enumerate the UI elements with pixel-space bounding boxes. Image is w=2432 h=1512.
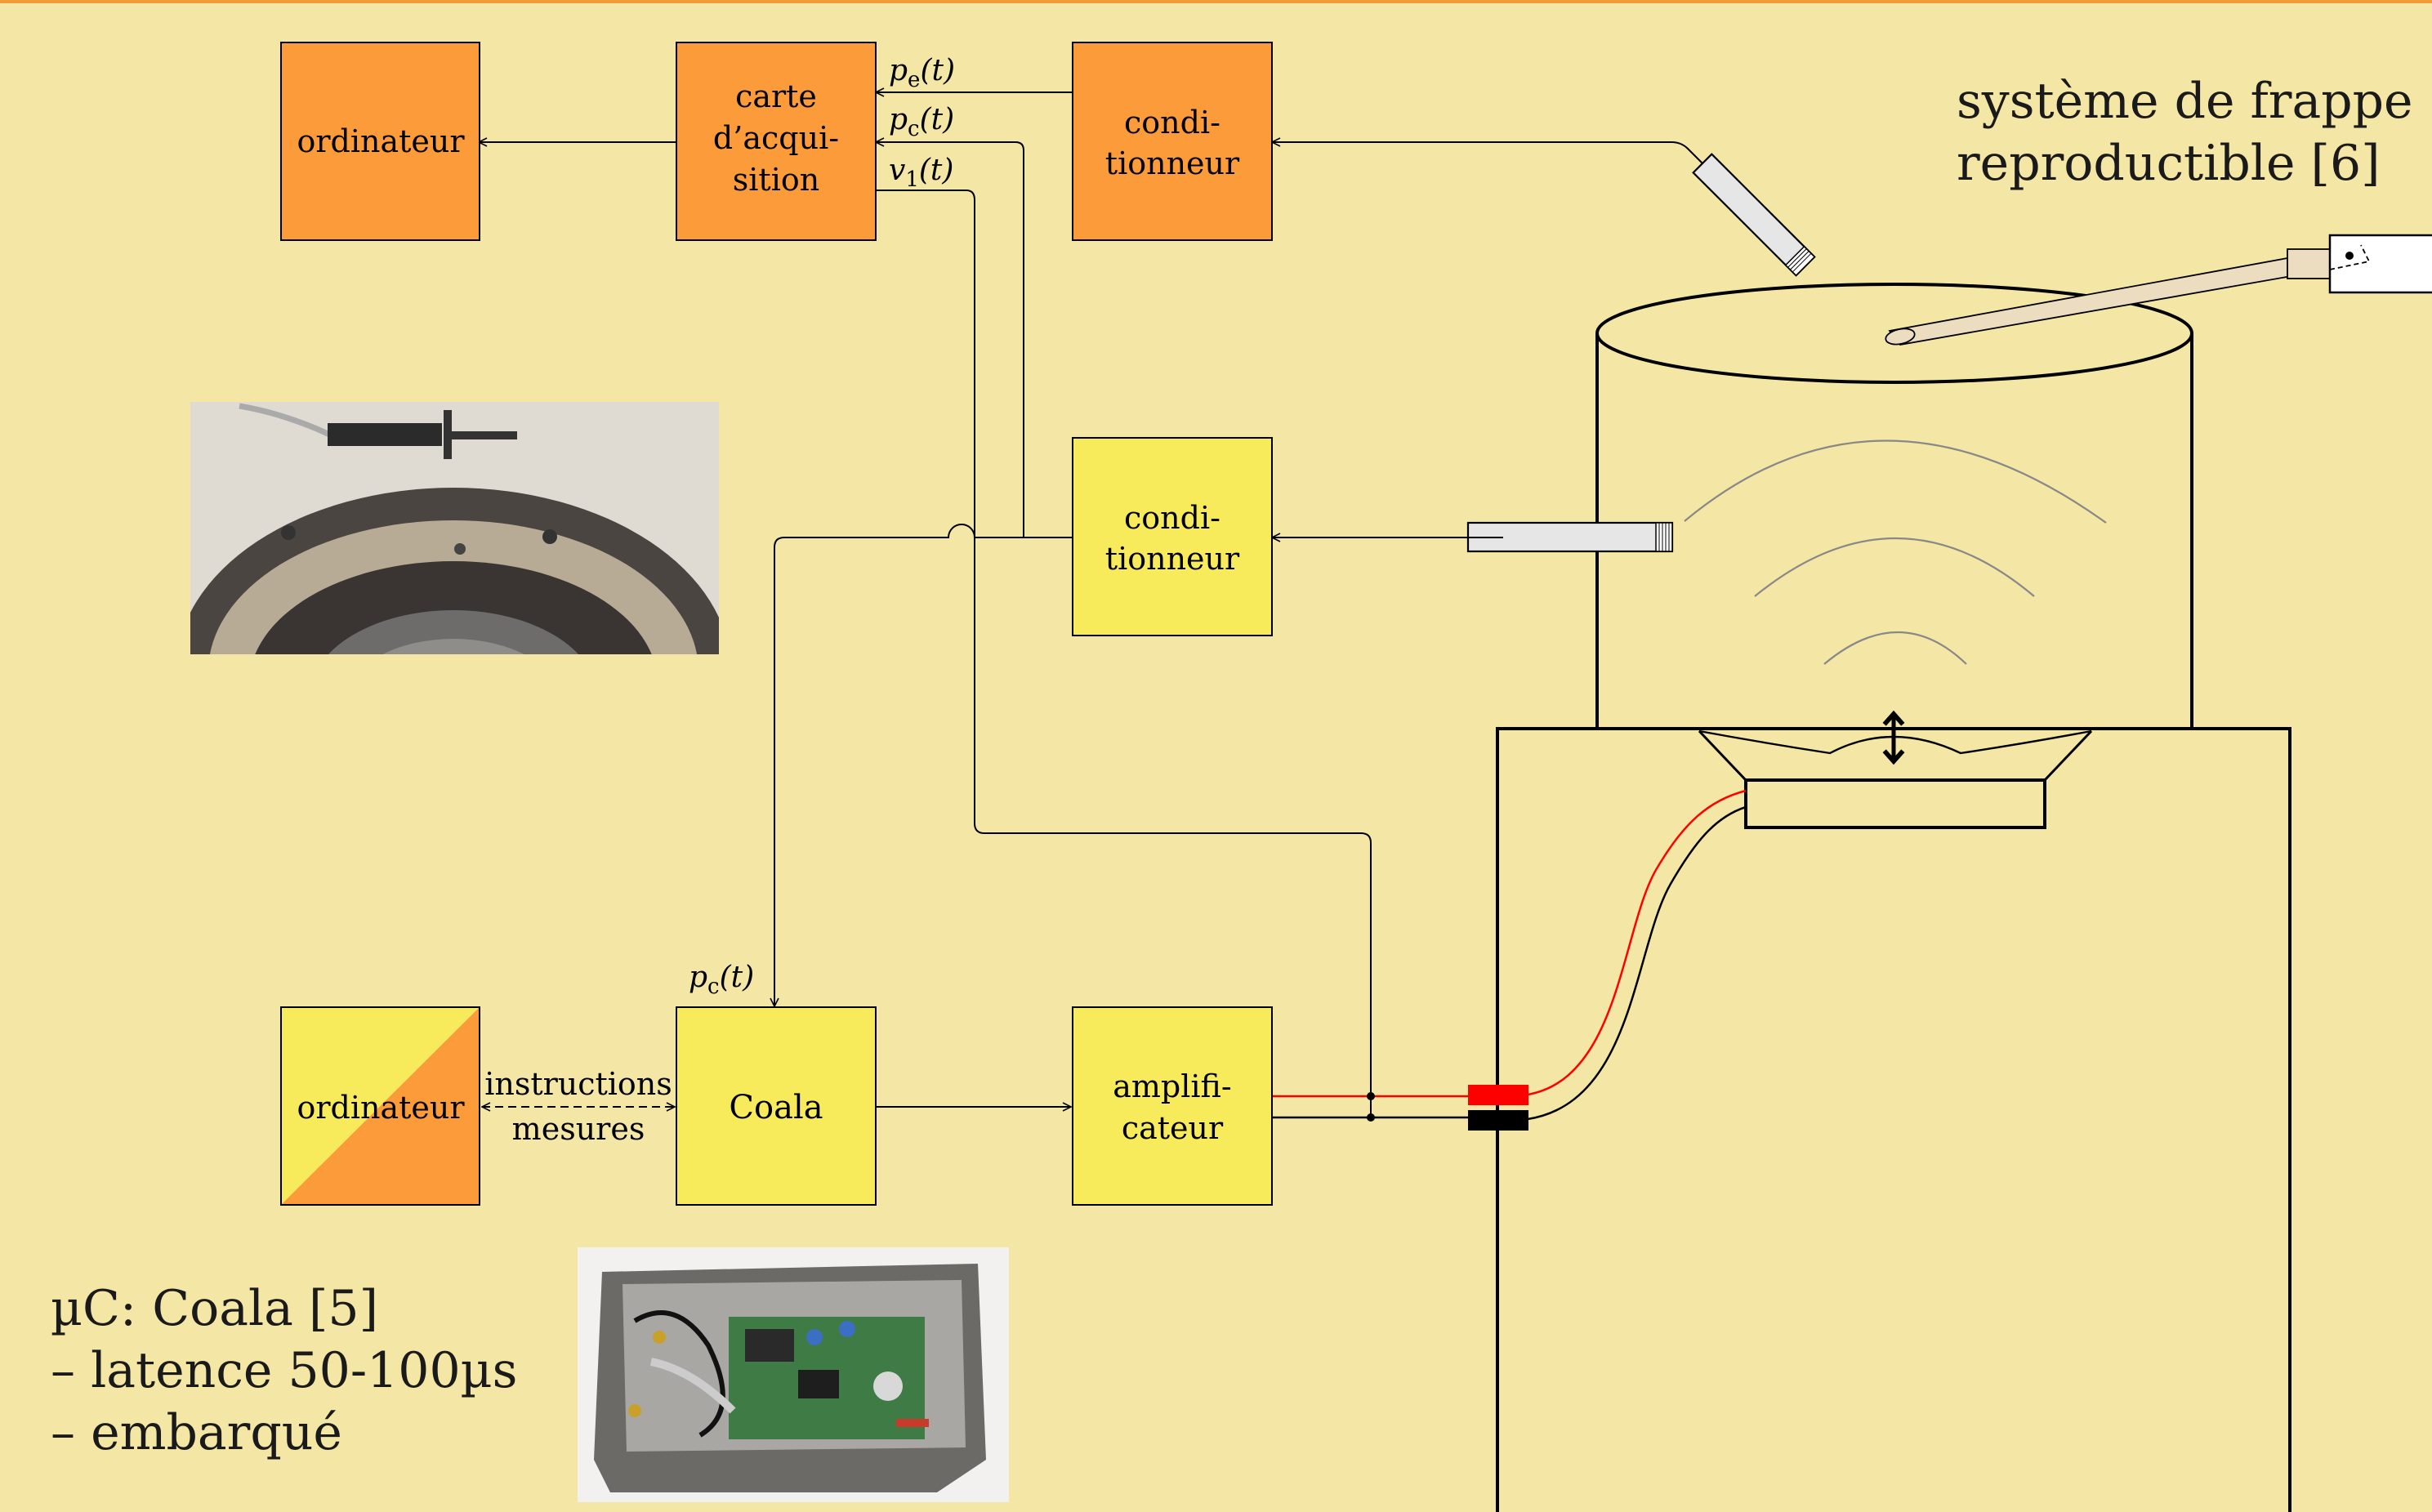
junction-dot (1367, 1092, 1375, 1100)
signal-label-pc: pc(t) (889, 103, 954, 141)
top-rule (0, 0, 2432, 3)
block-label: condi- (1124, 500, 1220, 536)
block-label: tionneur (1105, 541, 1240, 577)
junction-dot (1367, 1113, 1375, 1122)
caption-line: – embarqué (51, 1404, 342, 1461)
caption-line: système de frappe (1957, 73, 2413, 130)
block-label: amplifi- (1113, 1068, 1232, 1104)
top-microphone-icon (1692, 153, 1816, 277)
sound-waves (1684, 439, 2107, 665)
block-label: sition (733, 162, 819, 198)
block-label: tionneur (1105, 145, 1240, 181)
block-label: ordinateur (297, 1090, 465, 1126)
svg-text:pc(t): pc(t) (889, 103, 954, 141)
svg-text:v1(t): v1(t) (889, 154, 953, 192)
block-amplificateur: amplifi- cateur (1072, 1006, 1273, 1206)
block-conditionneur-top: condi- tionneur (1072, 42, 1273, 241)
signal-label-v1: v1(t) (889, 154, 953, 192)
drum-photo (190, 402, 719, 654)
signal-label-pc-coala: pc(t) (689, 961, 754, 999)
link-label-mesures: mesures (512, 1111, 645, 1147)
svg-text:pc(t): pc(t) (689, 961, 754, 999)
speaker-enclosure (1496, 727, 2291, 1512)
speaker-cables (1527, 789, 1747, 1121)
block-carte-acquisition: carte d’acqui- sition (676, 42, 877, 241)
caption-line: – latence 50-100µs (51, 1342, 518, 1399)
drumstick-icon (1885, 248, 2331, 346)
block-ordinateur-top: ordinateur (280, 42, 480, 241)
block-ordinateur-bottom: ordinateur (280, 1006, 480, 1206)
block-label: ordinateur (297, 123, 465, 159)
loudspeaker (1698, 710, 2093, 829)
coala-board-photo (578, 1247, 1009, 1502)
block-conditionneur-mid: condi- tionneur (1072, 437, 1273, 636)
drum-shell (1595, 283, 2193, 729)
striker-mechanism-icon (2328, 234, 2432, 294)
block-label: cateur (1122, 1110, 1224, 1146)
caption-line: reproductible [6] (1957, 135, 2381, 192)
svg-text:pe(t): pe(t) (889, 54, 955, 92)
block-label: condi- (1124, 105, 1220, 140)
caption-line: µC: Coala [5] (51, 1280, 379, 1337)
block-label: carte (735, 78, 817, 114)
signal-label-pe: pe(t) (889, 54, 955, 92)
block-label: d’acqui- (713, 120, 839, 156)
caption-coala-info: µC: Coala [5] – latence 50-100µs – embar… (51, 1278, 517, 1464)
connections (479, 92, 1703, 1119)
speaker-connector (1468, 1085, 1528, 1131)
block-label: Coala (729, 1089, 823, 1126)
block-coala: Coala (676, 1006, 877, 1206)
link-label-instructions: instructions (484, 1066, 672, 1102)
caption-frappe: système de frappe reproductible [6] (1957, 70, 2413, 194)
